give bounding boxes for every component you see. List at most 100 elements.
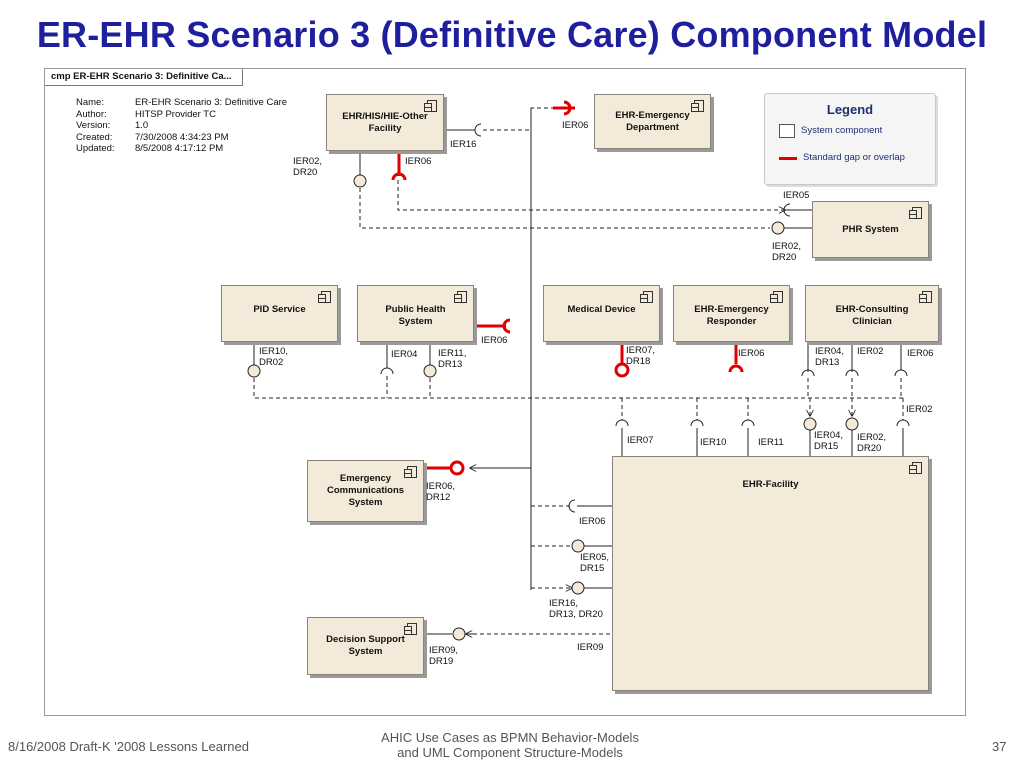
diagram-frame-tab: cmp ER-EHR Scenario 3: Definitive Ca... — [45, 69, 243, 86]
interface-label: DR19 — [429, 656, 454, 667]
interface-label: IER07 — [627, 435, 654, 446]
interface-label: IER05 — [783, 190, 810, 201]
interface-label: IER02 — [857, 346, 884, 357]
component-label: EHR-Emergency Responder — [694, 304, 769, 327]
meta-value: HITSP Provider TC — [135, 108, 216, 120]
interface-label: DR20 — [293, 167, 318, 178]
interface-ball — [571, 581, 585, 595]
interface-label: IER06 — [562, 120, 589, 131]
legend-swatch-system-component — [779, 124, 795, 138]
interface-ball — [845, 417, 859, 431]
interface-label: DR13 — [438, 359, 463, 370]
interface-label: IER04 — [391, 349, 418, 360]
legend-title: Legend — [826, 102, 874, 117]
interface-label: IER06 — [481, 335, 508, 346]
interface-label: IER10 — [700, 437, 727, 448]
interface-ball — [452, 627, 466, 641]
component-ehr-facility[interactable]: EHR-Facility — [612, 456, 929, 691]
interface-label: IER06 — [738, 348, 765, 359]
interface-label: IER04, — [814, 430, 844, 441]
interface-label: IER09, — [429, 645, 459, 656]
component-icon — [640, 291, 653, 303]
gap-connector — [449, 460, 465, 476]
component-label: EHR-Consulting Clinician — [835, 304, 909, 327]
interface-ball — [571, 539, 585, 553]
interface-label: IER04, — [815, 346, 845, 357]
meta-key: Name: — [76, 97, 104, 108]
meta-key: Updated: — [76, 143, 115, 154]
interface-label: IER11, — [438, 348, 467, 359]
component-label: EHR/HIS/HIE-Other Facility — [342, 110, 428, 134]
gap-connector — [728, 364, 744, 373]
interface-label: IER16, — [549, 598, 579, 609]
component-icon — [424, 100, 437, 112]
meta-value: 1.0 — [135, 120, 149, 131]
interface-label: IER06 — [907, 348, 934, 359]
component-label: PHR System — [842, 223, 899, 235]
interface-label: DR02 — [259, 357, 284, 368]
interface-ball — [353, 174, 367, 188]
component-icon — [909, 207, 922, 219]
gap-connector — [391, 172, 407, 181]
interface-label: IER02 — [906, 404, 933, 415]
interface-label: IER16 — [450, 139, 477, 150]
interface-label: IER10, — [259, 346, 289, 357]
component-ehr-consulting-clinician[interactable]: EHR-Consulting Clinician — [805, 285, 939, 342]
interface-label: IER02, — [772, 241, 802, 252]
component-ehr-emergency-department[interactable]: EHR-Emergency Department — [594, 94, 711, 149]
slide-title: ER-EHR Scenario 3 (Definitive Care) Comp… — [36, 14, 988, 55]
component-icon — [909, 462, 922, 474]
legend-label-system-component: System component — [801, 125, 883, 136]
component-label: Medical Device — [567, 304, 636, 315]
interface-label: DR20 — [857, 443, 882, 454]
interface-label: IER02, — [857, 432, 887, 443]
interface-ball — [423, 364, 437, 378]
gap-connector — [563, 100, 572, 116]
interface-ball — [803, 417, 817, 431]
interface-label: DR13, DR20 — [549, 609, 603, 620]
interface-label: IER07, — [626, 345, 656, 356]
meta-value: 7/30/2008 4:34:23 PM — [135, 131, 229, 143]
component-label: PID Service — [253, 304, 306, 315]
component-decision-support-system[interactable]: Decision Support System — [307, 617, 424, 675]
interface-label: DR15 — [814, 441, 839, 452]
component-public-health-system[interactable]: Public Health System — [357, 285, 474, 342]
component-icon — [404, 623, 417, 635]
footer-left: 8/16/2008 Draft-K '2008 Lessons Learned — [8, 739, 249, 754]
meta-value: 8/5/2008 4:17:12 PM — [135, 143, 224, 154]
component-label: EHR-Emergency Department — [615, 109, 690, 133]
page-number: 37 — [992, 739, 1007, 754]
gap-connector — [614, 362, 630, 378]
interface-label: IER09 — [577, 642, 604, 653]
footer-center-line2: and UML Component Structure-Models — [397, 745, 623, 760]
component-medical-device[interactable]: Medical Device — [543, 285, 660, 342]
meta-key: Created: — [76, 131, 113, 143]
interface-label: IER06 — [579, 516, 606, 527]
component-icon — [691, 100, 704, 112]
component-icon — [919, 291, 932, 303]
footer-center: AHIC Use Cases as BPMN Behavior-Models a… — [330, 730, 690, 760]
component-icon — [454, 291, 467, 303]
component-label: Decision Support System — [326, 634, 405, 657]
component-ehr-his-hie-other-facility[interactable]: EHR/HIS/HIE-Other Facility — [326, 94, 444, 151]
component-pid-service[interactable]: PID Service — [221, 285, 338, 342]
diagram-metadata: Name:ER-EHR Scenario 3: Definitive Care … — [76, 97, 287, 155]
component-emergency-communications-system[interactable]: Emergency Communications System — [307, 460, 424, 522]
component-ehr-emergency-responder[interactable]: EHR-Emergency Responder — [673, 285, 790, 342]
interface-label: IER02, — [293, 156, 323, 167]
meta-value: ER-EHR Scenario 3: Definitive Care — [135, 97, 288, 108]
interface-label: IER05, — [580, 552, 610, 563]
component-icon — [318, 291, 331, 303]
meta-key: Author: — [76, 108, 107, 120]
component-label: Emergency Communications System — [326, 473, 405, 508]
interface-label: IER06 — [405, 156, 432, 167]
interface-label: DR12 — [426, 492, 451, 503]
interface-label: DR20 — [772, 252, 797, 263]
legend: Legend System component Standard gap or … — [764, 93, 936, 185]
component-label: EHR-Facility — [742, 479, 799, 490]
interface-label: DR13 — [815, 357, 840, 368]
legend-label-standard-gap: Standard gap or overlap — [803, 152, 905, 163]
footer-center-line1: AHIC Use Cases as BPMN Behavior-Models — [381, 730, 639, 745]
gap-connector — [502, 318, 511, 334]
component-phr-system[interactable]: PHR System — [812, 201, 929, 258]
